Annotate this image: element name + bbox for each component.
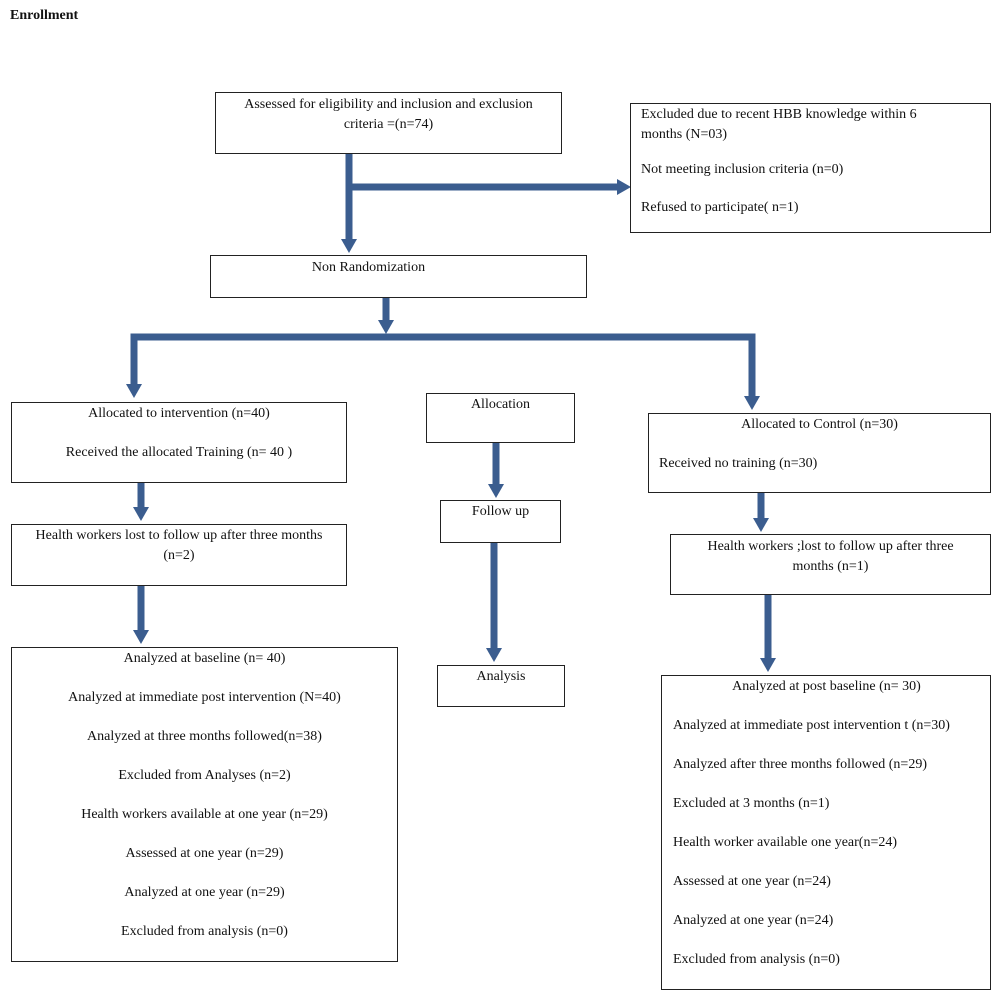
assessed-line-2: criteria =(n=74) xyxy=(343,117,434,132)
excluded-line-4: Refused to participate( n=1) xyxy=(641,200,799,215)
arrow-branch-excluded-head xyxy=(617,179,631,195)
intervention-line-1: Allocated to intervention (n=40) xyxy=(88,406,270,421)
analysis-int-line-1: Analyzed at baseline (n= 40) xyxy=(123,651,286,666)
lost-control-line-2: months (n=1) xyxy=(792,559,869,574)
arrow-followup-to-analysis-head xyxy=(486,648,502,662)
analysis-int-line-6: Assessed at one year (n=29) xyxy=(125,846,284,861)
intervention-line-2: Received the allocated Training (n= 40 ) xyxy=(65,445,293,460)
non-randomization-label: Non Randomization xyxy=(311,260,426,275)
analysis-label: Analysis xyxy=(476,669,526,684)
excluded-box: Excluded due to recent HBB knowledge wit… xyxy=(630,103,991,233)
allocation-label: Allocation xyxy=(470,397,531,412)
analysis-ctrl-line-4: Excluded at 3 months (n=1) xyxy=(673,796,830,811)
analysis-ctrl-line-8: Excluded from analysis (n=0) xyxy=(673,952,840,967)
control-line-1: Allocated to Control (n=30) xyxy=(741,417,898,432)
arrow-intervention-to-lost-head xyxy=(133,507,149,521)
arrow-to-control-head xyxy=(744,396,760,410)
analysis-box: Analysis xyxy=(437,665,565,707)
analysis-intervention-box: Analyzed at baseline (n= 40) Analyzed at… xyxy=(11,647,398,962)
follow-up-label: Follow up xyxy=(471,504,530,519)
arrow-allocation-to-followup-head xyxy=(488,484,504,498)
analysis-int-line-4: Excluded from Analyses (n=2) xyxy=(118,768,291,783)
non-randomization-box: Non Randomization xyxy=(210,255,587,298)
analysis-ctrl-line-7: Analyzed at one year (n=24) xyxy=(673,913,834,928)
intervention-box: Allocated to intervention (n=40) Receive… xyxy=(11,402,347,483)
analysis-ctrl-line-1: Analyzed at post baseline (n= 30) xyxy=(732,679,921,694)
analysis-ctrl-line-2: Analyzed at immediate post intervention … xyxy=(673,718,950,733)
lost-intervention-box: Health workers lost to follow up after t… xyxy=(11,524,347,586)
analysis-int-line-5: Health workers available at one year (n=… xyxy=(81,807,328,822)
analysis-ctrl-line-3: Analyzed after three months followed (n=… xyxy=(673,757,927,772)
control-box: Allocated to Control (n=30) Received no … xyxy=(648,413,991,493)
analysis-int-line-3: Analyzed at three months followed(n=38) xyxy=(87,729,322,744)
arrow-control-to-lost-head xyxy=(753,518,769,532)
arrow-lost-to-analysis-ctrl-head xyxy=(760,658,776,672)
enrollment-label: Enrollment xyxy=(10,8,79,23)
analysis-int-line-7: Analyzed at one year (n=29) xyxy=(124,885,285,900)
arrow-nonrandom-down-head xyxy=(378,320,394,334)
follow-up-box: Follow up xyxy=(440,500,561,543)
analysis-ctrl-line-5: Health worker available one year(n=24) xyxy=(673,835,898,850)
control-line-2: Received no training (n=30) xyxy=(659,456,818,471)
lost-intervention-line-2: (n=2) xyxy=(163,548,195,563)
analysis-int-line-2: Analyzed at immediate post intervention … xyxy=(68,690,341,705)
excluded-line-1: Excluded due to recent HBB knowledge wit… xyxy=(641,107,917,122)
lost-intervention-line-1: Health workers lost to follow up after t… xyxy=(35,528,323,543)
analysis-ctrl-line-6: Assessed at one year (n=24) xyxy=(673,874,831,889)
allocation-box: Allocation xyxy=(426,393,575,443)
excluded-line-3: Not meeting inclusion criteria (n=0) xyxy=(641,162,844,177)
arrow-lost-to-analysis-int-head xyxy=(133,630,149,644)
assessed-line-1: Assessed for eligibility and inclusion a… xyxy=(244,97,533,112)
arrow-assessed-to-nonrandom-head xyxy=(341,239,357,253)
analysis-control-box: Analyzed at post baseline (n= 30) Analyz… xyxy=(661,675,991,990)
excluded-line-2: months (N=03) xyxy=(641,127,728,142)
assessed-box: Assessed for eligibility and inclusion a… xyxy=(215,92,562,154)
analysis-int-line-8: Excluded from analysis (n=0) xyxy=(121,924,288,939)
lost-control-line-1: Health workers ;lost to follow up after … xyxy=(707,539,954,554)
lost-control-box: Health workers ;lost to follow up after … xyxy=(670,534,991,595)
arrow-to-intervention-head xyxy=(126,384,142,398)
